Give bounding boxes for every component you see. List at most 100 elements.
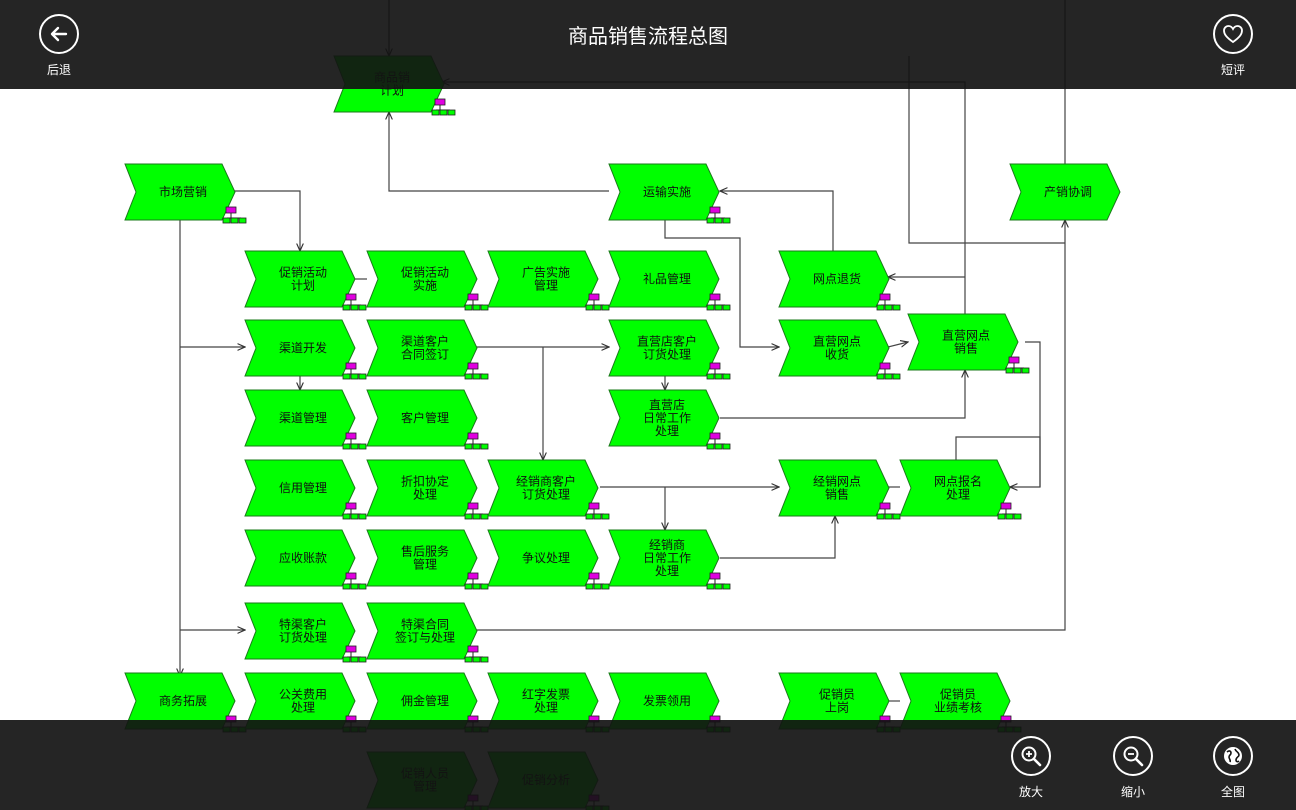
connector-arrow (887, 342, 908, 348)
zoom-out-button[interactable]: 缩小 (1098, 736, 1168, 800)
process-node[interactable]: 礼品管理 (608, 250, 731, 311)
process-node-label: 商务拓展 (159, 693, 207, 708)
subprocess-marker-icon (706, 362, 731, 380)
fit-view-button[interactable]: 全图 (1198, 736, 1268, 800)
subprocess-marker-icon (464, 362, 489, 380)
process-node[interactable]: 经销网点销售 (778, 459, 901, 520)
process-node-shape (608, 319, 720, 377)
process-node[interactable]: 促销员业绩考核 (899, 672, 1022, 733)
back-button[interactable]: 后退 (24, 14, 94, 78)
process-node-label: 促销活动实施 (401, 266, 449, 293)
process-node-label: 公关费用处理 (279, 688, 327, 715)
subprocess-marker-icon (464, 293, 489, 311)
process-nodes: 商品销计划市场营销运输实施产销协调促销活动计划促销活动实施广告实施管理礼品管理网… (124, 55, 1121, 810)
connector-arrow (234, 190, 300, 251)
process-node[interactable]: 直营店日常工作处理 (608, 389, 731, 450)
process-node[interactable]: 促销员上岗 (778, 672, 901, 733)
process-node-label: 促销活动计划 (279, 266, 327, 293)
subprocess-marker-icon (997, 502, 1022, 520)
subprocess-marker-icon (1005, 356, 1030, 374)
process-node[interactable]: 渠道客户合同签订 (366, 319, 489, 380)
process-node-label: 市场营销 (159, 184, 207, 199)
process-node[interactable]: 应收账款 (244, 529, 367, 590)
process-node[interactable]: 广告实施管理 (487, 250, 610, 311)
zoom-in-icon (1011, 736, 1051, 776)
process-node-shape (608, 389, 720, 447)
subprocess-marker-icon (585, 572, 610, 590)
process-node[interactable]: 公关费用处理 (244, 672, 367, 733)
process-node[interactable]: 直营店客户订货处理 (608, 319, 731, 380)
process-node[interactable]: 特渠客户订货处理 (244, 602, 367, 663)
connector-arrow (720, 516, 835, 559)
process-node[interactable]: 折扣协定处理 (366, 459, 489, 520)
process-node-label: 经销商日常工作处理 (643, 537, 691, 578)
subprocess-marker-icon (342, 572, 367, 590)
process-node-label: 直营网点销售 (942, 329, 990, 356)
subprocess-marker-icon (342, 362, 367, 380)
process-node-label: 应收账款 (279, 550, 327, 565)
process-node-shape (366, 319, 478, 377)
process-node[interactable]: 促销活动计划 (244, 250, 367, 311)
globe-icon (1213, 736, 1253, 776)
process-node[interactable]: 产销协调 (1009, 163, 1121, 221)
subprocess-marker-icon (342, 293, 367, 311)
process-node-label: 渠道客户合同签订 (401, 334, 449, 362)
zoom-out-icon (1113, 736, 1153, 776)
process-node-label: 经销网点销售 (813, 475, 861, 502)
process-node[interactable]: 网点退货 (778, 250, 901, 311)
connector-arrow (720, 370, 965, 419)
process-node[interactable]: 直营网点销售 (907, 313, 1030, 374)
process-node[interactable]: 客户管理 (366, 389, 489, 450)
process-node[interactable]: 经销商客户订货处理 (487, 459, 610, 520)
zoom-in-label: 放大 (1018, 785, 1043, 799)
connector-arrow (664, 220, 779, 347)
subprocess-marker-icon (706, 206, 731, 224)
process-node[interactable]: 争议处理 (487, 529, 610, 590)
process-node-label: 信用管理 (279, 480, 327, 495)
process-node-shape (1009, 163, 1121, 221)
process-node[interactable]: 运输实施 (608, 163, 731, 224)
process-node-shape (778, 459, 890, 517)
process-node-shape (487, 250, 599, 308)
process-node-label: 礼品管理 (643, 271, 691, 286)
process-node[interactable]: 直营网点收货 (778, 319, 901, 380)
subprocess-marker-icon (431, 98, 456, 116)
arrow-left-circle-icon (39, 14, 79, 54)
review-button[interactable]: 短评 (1198, 14, 1268, 78)
process-node-shape (778, 250, 890, 308)
process-node-label: 经销商客户订货处理 (516, 474, 576, 502)
subprocess-marker-icon (342, 502, 367, 520)
process-node[interactable]: 市场营销 (124, 163, 247, 224)
process-node-label: 佣金管理 (401, 693, 449, 708)
process-node[interactable]: 渠道开发 (244, 319, 367, 380)
process-node-shape (366, 602, 478, 660)
process-node-shape (366, 459, 478, 517)
subprocess-marker-icon (342, 645, 367, 663)
page-title: 商品销售流程总图 (568, 24, 728, 48)
process-node-label: 直营店客户订货处理 (637, 334, 697, 362)
process-node-shape (244, 319, 356, 377)
process-node-shape (366, 250, 478, 308)
top-app-bar (0, 0, 1296, 89)
process-node[interactable]: 促销活动实施 (366, 250, 489, 311)
subprocess-marker-icon (706, 432, 731, 450)
process-node[interactable]: 渠道管理 (244, 389, 367, 450)
connector-arrow (720, 191, 834, 251)
process-node-shape (124, 163, 236, 221)
process-node[interactable]: 网点报名处理 (899, 459, 1022, 520)
process-node-label: 渠道开发 (279, 340, 327, 355)
process-node-label: 促销员业绩考核 (934, 688, 982, 715)
process-node-shape (907, 313, 1019, 371)
process-node[interactable]: 售后服务管理 (366, 529, 489, 590)
subprocess-marker-icon (876, 502, 901, 520)
process-node[interactable]: 特渠合同签订与处理 (366, 602, 489, 663)
zoom-in-button[interactable]: 放大 (996, 736, 1066, 800)
connector-arrow (389, 112, 609, 192)
back-label: 后退 (46, 63, 71, 77)
process-node-label: 产销协调 (1044, 184, 1092, 199)
process-node[interactable]: 经销商日常工作处理 (608, 529, 731, 590)
process-node-label: 运输实施 (643, 184, 691, 199)
process-node[interactable]: 信用管理 (244, 459, 367, 520)
process-node-shape (244, 602, 356, 660)
connector-arrow (475, 220, 1065, 631)
